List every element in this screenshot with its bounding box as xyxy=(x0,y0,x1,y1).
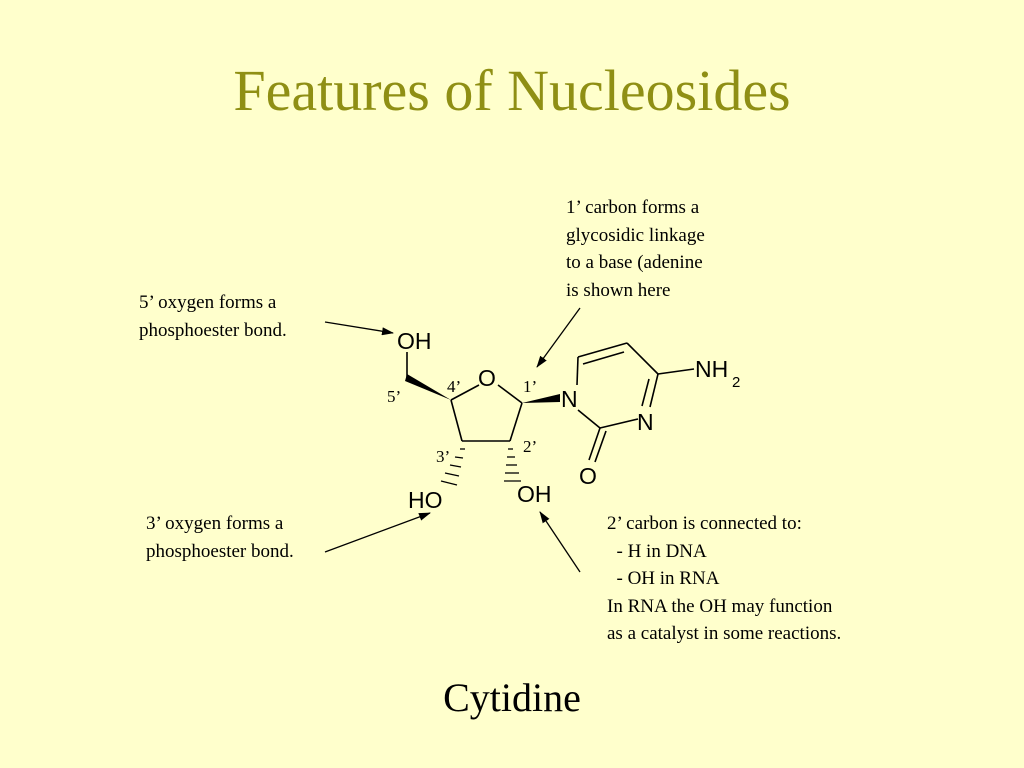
o5-arrow xyxy=(324,321,394,336)
c3-o-hashed-bond xyxy=(440,448,465,486)
ring-oxygen-label: O xyxy=(478,365,496,391)
n3-label: N xyxy=(637,409,654,435)
c2-arrow xyxy=(539,511,581,573)
oh5-label: OH xyxy=(397,328,432,354)
slide-title: Features of Nucleosides xyxy=(233,58,791,123)
o3-annotation: 3’ oxygen forms a phosphoester bond. xyxy=(146,513,294,562)
molecule-caption: Cytidine xyxy=(443,675,581,720)
cytosine-ring xyxy=(576,342,695,463)
c2-oh-hashed-bond xyxy=(504,448,521,482)
c2-position-label: 2’ xyxy=(523,437,537,456)
oh2-label: OH xyxy=(517,481,552,507)
c1-arrow xyxy=(536,307,581,368)
ho3-label: HO xyxy=(408,487,443,513)
c5-position-label: 5’ xyxy=(387,387,401,406)
c1-annotation: 1’ carbon forms a glycosidic linkage to … xyxy=(566,197,705,301)
c3-position-label: 3’ xyxy=(436,447,450,466)
amino-subscript: 2 xyxy=(732,374,740,391)
n1-label: N xyxy=(561,386,578,412)
amino-label: NH xyxy=(695,356,728,382)
c4-position-label: 4’ xyxy=(447,377,461,396)
o3-arrow xyxy=(324,512,431,553)
c2-annotation: 2’ carbon is connected to: - H in DNA - … xyxy=(607,513,842,644)
c1-position-label: 1’ xyxy=(523,377,537,396)
c1-n1-wedge xyxy=(522,394,560,403)
carbonyl-oxygen-label: O xyxy=(579,463,597,489)
o5-annotation: 5’ oxygen forms a phosphoester bond. xyxy=(139,292,287,341)
c4-c5-wedge xyxy=(405,374,451,400)
sugar-ring xyxy=(406,352,523,442)
